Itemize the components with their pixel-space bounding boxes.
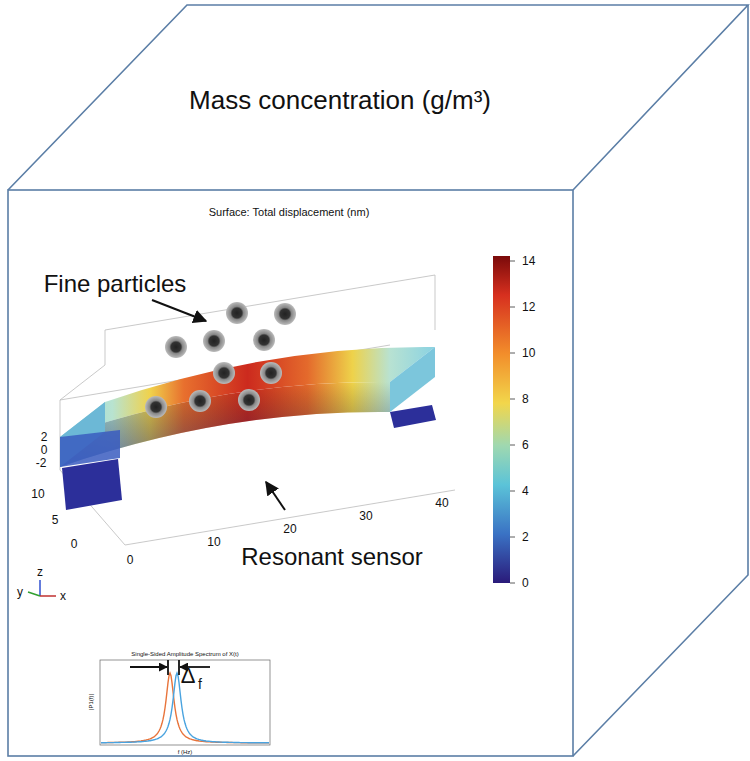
colorbar-tick: 14	[522, 255, 535, 267]
axis-tick: 5	[52, 514, 59, 526]
spectrum-inset	[100, 660, 270, 745]
axis-tick: 2	[41, 431, 48, 443]
axis-box	[60, 275, 455, 545]
colorbar-tick: 8	[522, 393, 529, 405]
axis-tick: 20	[283, 523, 296, 535]
axis-tick: 10	[207, 536, 220, 548]
axis-tick: 0	[71, 538, 78, 550]
axis-tick: 0	[41, 444, 48, 456]
colorbar-tick: 0	[522, 577, 529, 589]
callout-label: Fine particles	[44, 272, 187, 296]
colorbar-tick: 2	[522, 531, 529, 543]
colorbar-tick: 10	[522, 347, 535, 359]
colorbar-tick: 6	[522, 439, 529, 451]
axis-triad-label: z	[37, 566, 43, 578]
axis-triad	[28, 580, 56, 596]
resonant-beam	[60, 347, 435, 467]
axis-tick: 0	[127, 554, 134, 566]
delta-subscript: f	[198, 677, 202, 691]
axis-triad-label: x	[60, 590, 66, 602]
axis-triad-label: y	[17, 586, 23, 598]
inset-title: Single-Sided Amplitude Spectrum of X(t)	[131, 651, 238, 657]
inset-axis-label: f (Hz)	[178, 749, 193, 755]
callout-label: Resonant sensor	[241, 545, 422, 569]
fine-particles	[145, 302, 296, 418]
delta-symbol: Δ	[181, 665, 196, 687]
inset-axis-label: |P1(f)|	[88, 694, 94, 710]
colorbar-ticks	[510, 261, 515, 583]
cube-title: Mass concentration (g/m³)	[189, 87, 491, 113]
leader-arrow	[266, 482, 285, 510]
axis-tick: 40	[435, 497, 448, 509]
colorbar-tick: 12	[522, 301, 535, 313]
leader-arrow	[152, 300, 206, 321]
axis-tick: 10	[31, 488, 44, 500]
axis-tick: -2	[36, 457, 47, 469]
axis-tick: 30	[359, 510, 372, 522]
colorbar	[493, 256, 510, 583]
plot-title: Surface: Total displacement (nm)	[209, 207, 370, 218]
cube-outline	[8, 5, 748, 756]
colorbar-tick: 4	[522, 485, 529, 497]
